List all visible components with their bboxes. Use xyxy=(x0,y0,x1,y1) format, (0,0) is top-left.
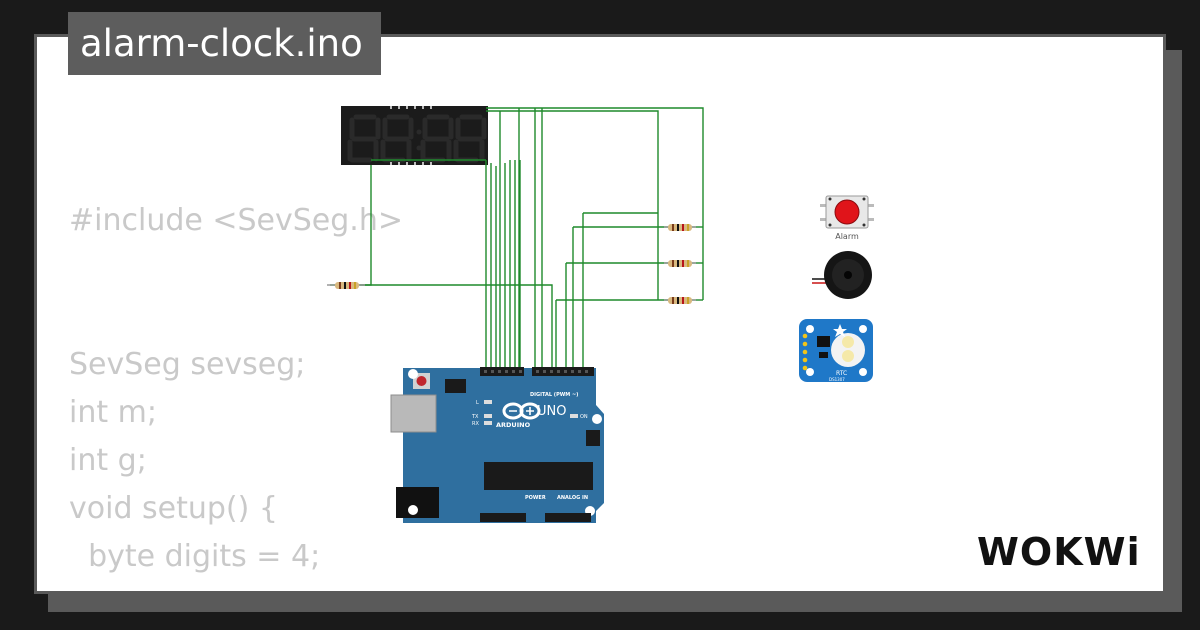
arduino-brand: ARDUINO xyxy=(496,421,531,429)
rtc-sublabel: DS1307 xyxy=(829,377,845,382)
rx-led-label: RX xyxy=(472,421,479,427)
power-label: POWER xyxy=(525,495,546,501)
code-line: byte digits = 4; xyxy=(69,539,321,574)
resistor[interactable] xyxy=(664,297,696,304)
wires xyxy=(330,107,704,368)
code-line: void setup() { xyxy=(69,491,278,526)
arduino-model: UNO xyxy=(537,404,566,419)
arduino-uno-board[interactable] xyxy=(390,367,604,523)
l-led-label: L xyxy=(476,400,479,406)
tx-led-label: TX xyxy=(471,414,479,420)
buzzer[interactable] xyxy=(812,251,872,299)
rtc-label: RTC xyxy=(836,370,847,377)
code-line: byte digitPins[] = {2, 3, 4, 5}; xyxy=(69,581,541,591)
resistor[interactable] xyxy=(664,224,696,231)
analog-in-label: ANALOG IN xyxy=(557,495,588,501)
code-line: SevSeg sevseg; xyxy=(69,347,306,382)
rtc-module[interactable] xyxy=(799,319,873,382)
wokwi-logo-text: WOKWi xyxy=(977,530,1141,574)
resistor[interactable] xyxy=(664,260,696,267)
alarm-pushbutton[interactable] xyxy=(820,195,874,229)
code-line: int m; xyxy=(69,395,157,430)
on-led-label: ON xyxy=(580,414,588,420)
digital-pins-label: DIGITAL (PWM ~) xyxy=(530,392,578,398)
wokwi-logo: WOKWi xyxy=(977,530,1141,574)
alarm-button-label: Alarm xyxy=(835,232,859,241)
seven-segment-display[interactable] xyxy=(341,106,488,165)
code-line: int g; xyxy=(69,443,147,478)
resistor[interactable] xyxy=(327,282,365,289)
project-title: alarm-clock.ino xyxy=(68,12,381,75)
